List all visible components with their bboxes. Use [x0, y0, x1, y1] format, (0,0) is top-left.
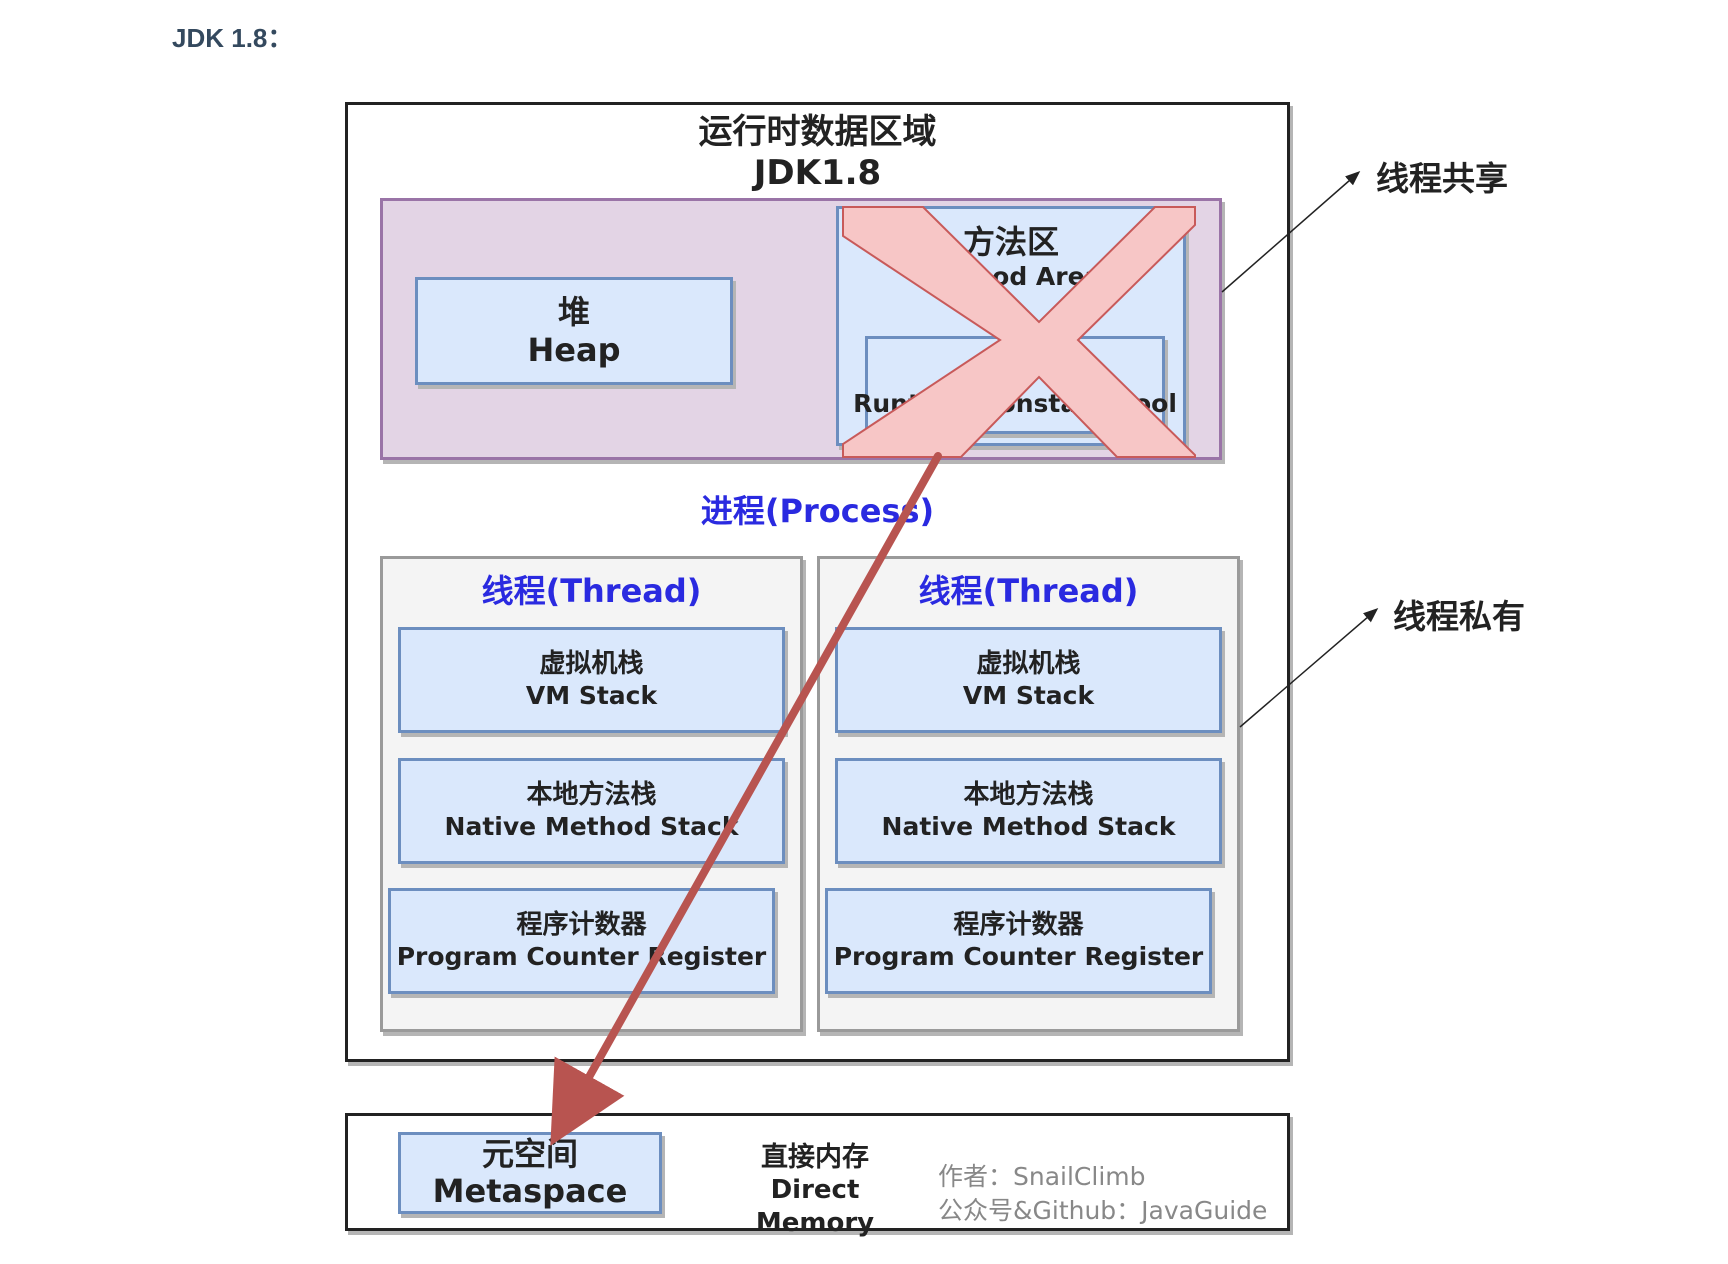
shared-pointer-line: [1221, 171, 1361, 293]
cross-mark: [842, 206, 1196, 458]
thread-2-native-method-stack: 本地方法栈 Native Method Stack: [835, 758, 1222, 864]
pc-cn: 程序计数器: [953, 909, 1084, 940]
pc-en: Program Counter Register: [396, 941, 767, 971]
heap-en: Heap: [527, 331, 621, 369]
vm-stack-cn: 虚拟机栈: [539, 648, 644, 679]
heap-box: 堆 Heap: [415, 277, 733, 385]
thread-private-label: 线程私有: [1393, 597, 1525, 636]
thread-1-program-counter: 程序计数器 Program Counter Register: [388, 888, 775, 994]
runtime-title: 运行时数据区域: [698, 112, 937, 152]
pc-en: Program Counter Register: [833, 941, 1204, 971]
thread-1-vm-stack: 虚拟机栈 VM Stack: [398, 627, 785, 733]
method-area-cn: 方法区: [962, 223, 1059, 261]
thread-2-title: 线程(Thread): [918, 572, 1139, 610]
native-stack-en: Native Method Stack: [881, 811, 1176, 841]
vm-stack-en: VM Stack: [525, 680, 658, 710]
page-heading: JDK 1.8：: [172, 23, 294, 53]
author-credit: 作者：SnailClimb: [938, 1162, 1146, 1191]
native-stack-cn: 本地方法栈: [963, 779, 1094, 810]
direct-memory-block: 直接内存 Direct Memory: [715, 1142, 915, 1239]
metaspace-en: Metaspace: [432, 1172, 628, 1210]
process-label: 进程(Process): [700, 492, 935, 530]
relocation-arrow: [550, 452, 942, 1146]
vm-stack-en: VM Stack: [962, 680, 1095, 710]
thread-2-vm-stack: 虚拟机栈 VM Stack: [835, 627, 1222, 733]
native-stack-cn: 本地方法栈: [526, 779, 657, 810]
runtime-title-block: 运行时数据区域 JDK1.8: [345, 112, 1290, 194]
pc-cn: 程序计数器: [516, 909, 647, 940]
heap-cn: 堆: [557, 292, 590, 331]
native-stack-en: Native Method Stack: [444, 811, 739, 841]
thread-shared-label: 线程共享: [1376, 159, 1508, 198]
private-pointer-line: [1239, 608, 1379, 728]
thread-1-title: 线程(Thread): [481, 572, 702, 610]
runtime-version: JDK1.8: [753, 152, 882, 193]
direct-memory-cn: 直接内存: [761, 1142, 869, 1173]
vm-stack-cn: 虚拟机栈: [976, 648, 1081, 679]
direct-memory-en: Direct Memory: [755, 1175, 875, 1238]
credits-block: 作者：SnailClimb 公众号&Github：JavaGuide: [938, 1160, 1267, 1228]
thread-2-program-counter: 程序计数器 Program Counter Register: [825, 888, 1212, 994]
account-credit: 公众号&Github：JavaGuide: [938, 1195, 1268, 1225]
